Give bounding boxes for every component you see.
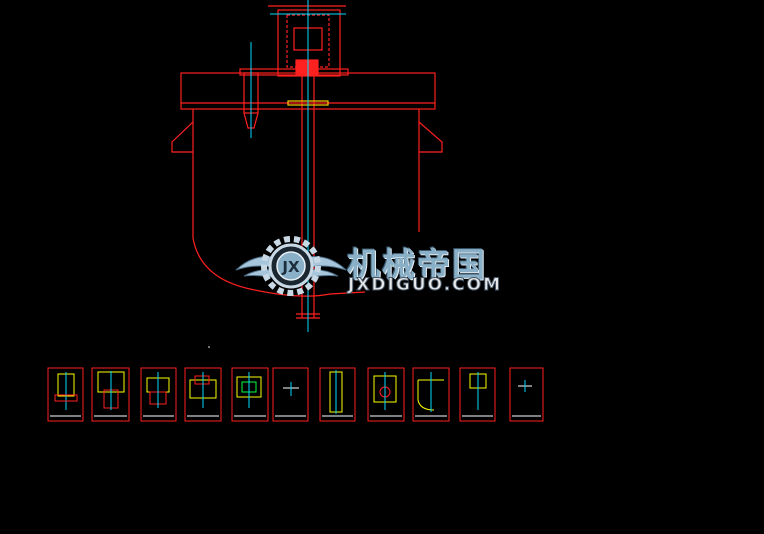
- watermark-chinese-text: 机械帝国: [347, 245, 487, 284]
- vessel-left-wall: [192, 109, 366, 297]
- watermark-site-text: JXDIGUO.COM: [347, 275, 503, 296]
- thumbnail-sheet-7[interactable]: [319, 367, 356, 422]
- thumbnail-sheet-10[interactable]: [459, 367, 496, 422]
- bearing-block: [295, 59, 319, 75]
- thumbnail-sheet-9[interactable]: [412, 367, 450, 422]
- thumbnail-sheet-4[interactable]: [184, 367, 222, 422]
- thumbnail-sheet-3[interactable]: [140, 367, 177, 422]
- watermark: 机械帝国 JXDIGUO.COM: [347, 238, 532, 298]
- left-support-lug: [171, 121, 194, 153]
- watermark-logo-emblem: JX: [235, 236, 347, 296]
- emblem-letters: JX: [281, 258, 300, 276]
- thumbnail-sheet-6[interactable]: [272, 367, 309, 422]
- stray-point: [208, 346, 210, 348]
- thumbnail-sheet-5[interactable]: [231, 367, 269, 422]
- thumbnail-strip: [47, 367, 544, 422]
- mounting-base: [239, 68, 349, 76]
- thumbnail-sheet-11[interactable]: [509, 367, 544, 422]
- right-support-lug: [418, 121, 443, 153]
- thumbnail-sheet-8[interactable]: [367, 367, 405, 422]
- thumbnail-sheet-1[interactable]: [47, 367, 84, 422]
- drive-frame: [277, 9, 341, 77]
- thumbnail-sheet-2[interactable]: [91, 367, 130, 422]
